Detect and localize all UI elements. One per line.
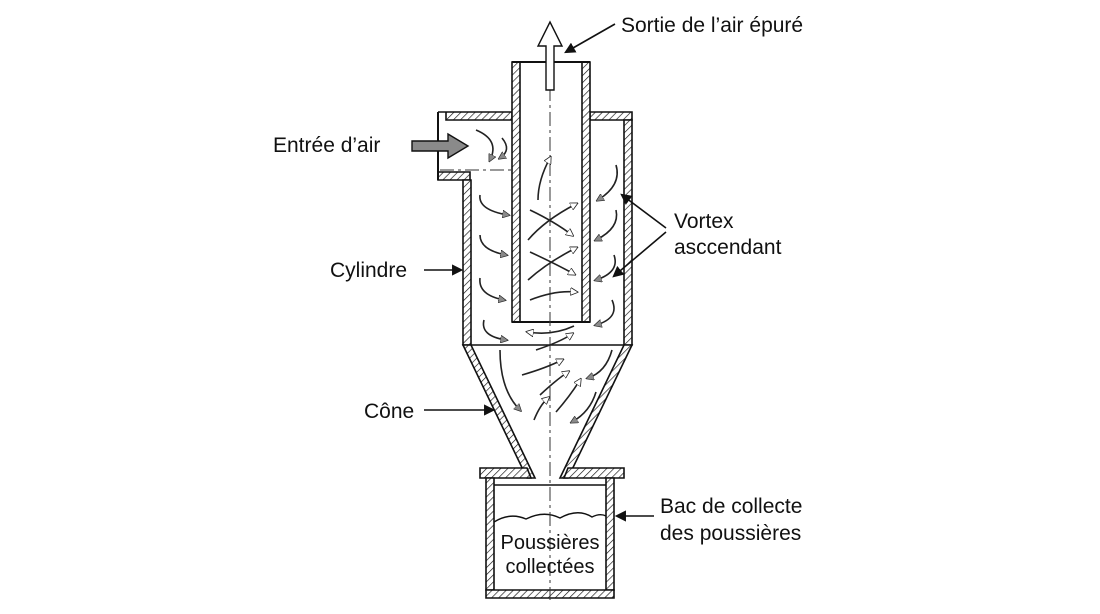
dust-surface	[493, 512, 607, 523]
outlet-pointer	[564, 23, 616, 54]
descending-vortex-arrows	[475, 129, 618, 422]
cyclone-body	[437, 61, 634, 479]
inlet-label: Entrée d’air	[273, 134, 380, 157]
inlet-arrow-icon	[411, 132, 470, 160]
vortex-label-line1: Vortex	[674, 210, 734, 233]
vortex-label-line2: asccendant	[674, 236, 782, 259]
cylinder-label: Cylindre	[330, 259, 407, 282]
vortex-pointer-lower	[612, 231, 667, 278]
bin-label-line1: Bac de collecte	[660, 495, 802, 518]
outlet-label: Sortie de l’air épuré	[621, 14, 803, 37]
vortex-pointer-upper	[620, 193, 667, 229]
outlet-arrow-icon	[536, 20, 564, 91]
bin-label-line2: des poussières	[660, 522, 801, 545]
dust-label-line2: collectées	[506, 556, 595, 578]
collection-bin	[485, 477, 615, 599]
cone-label: Cône	[364, 400, 414, 423]
dust-label-line1: Poussières	[501, 532, 600, 554]
ascending-vortex-arrows	[521, 158, 580, 421]
